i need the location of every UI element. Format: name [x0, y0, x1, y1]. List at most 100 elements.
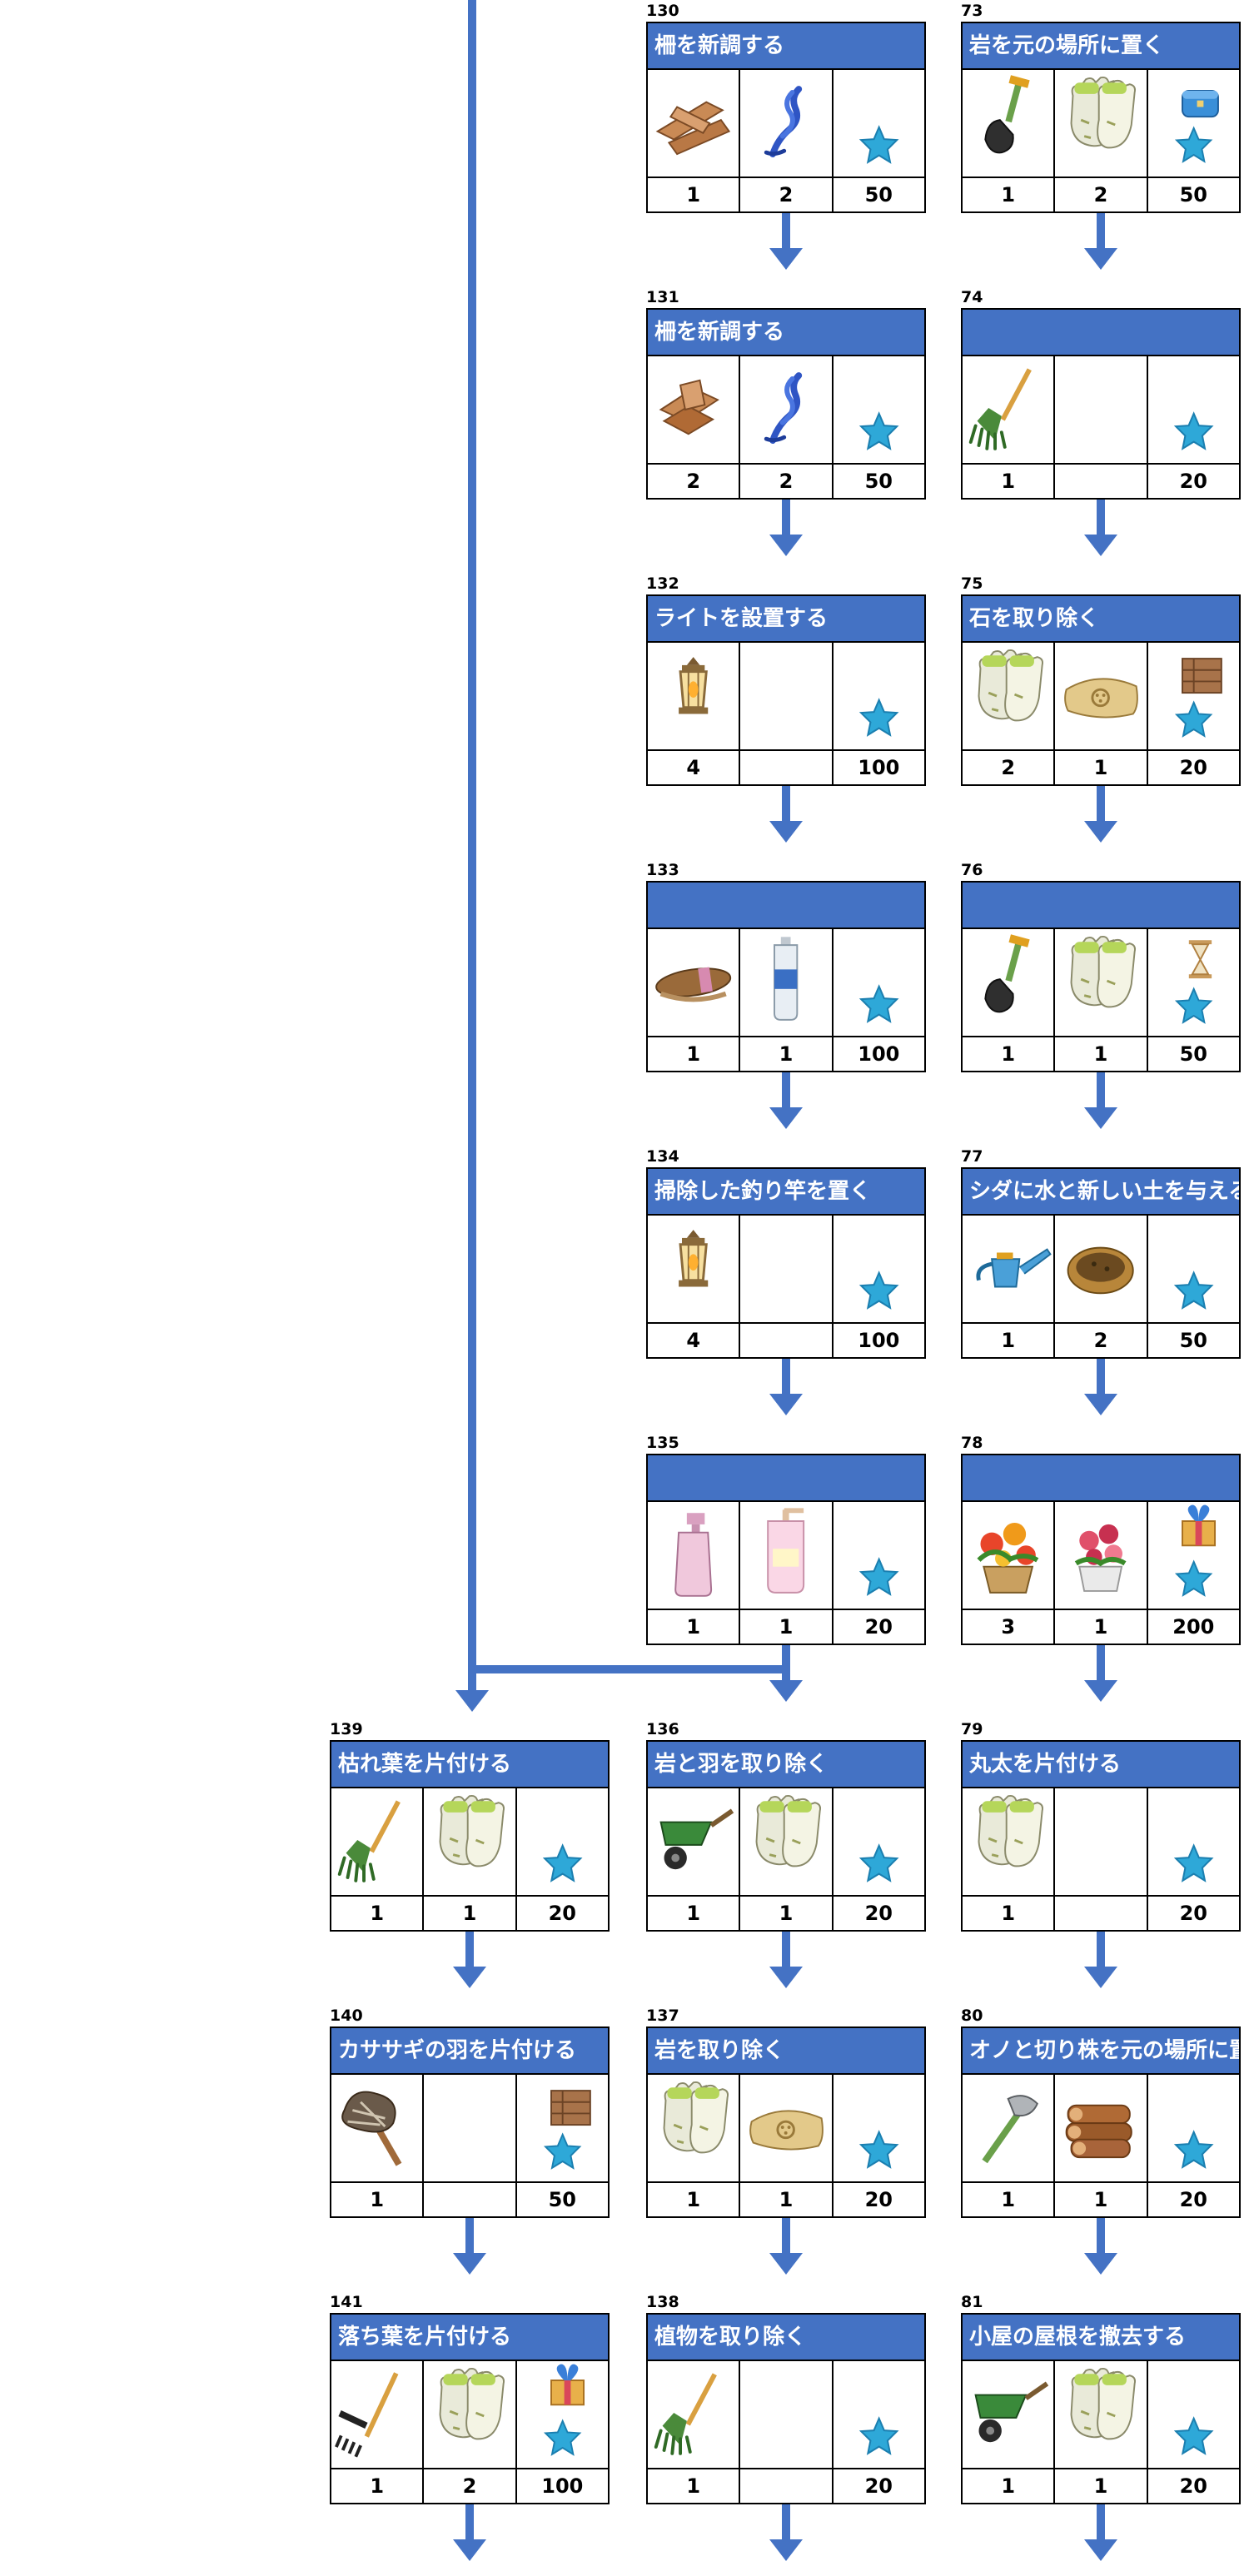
bottle-icon — [740, 929, 834, 1036]
empty-cell — [740, 2361, 834, 2468]
quest-title — [963, 883, 1239, 929]
item-count: 20 — [864, 1615, 893, 1639]
quest-number: 139 — [330, 1720, 363, 1738]
item-count: 50 — [1179, 1329, 1208, 1352]
star-icon — [1148, 1788, 1239, 1895]
star-icon — [1148, 2075, 1239, 2181]
item-count: 1 — [963, 1324, 1056, 1357]
item-count: 3 — [963, 1610, 1056, 1644]
item-count: 1 — [1055, 751, 1148, 784]
item-count: 50 — [548, 2188, 577, 2211]
quest-title: 掃除した釣り竿を置く — [648, 1169, 924, 1216]
flow-arrow-down — [1084, 1107, 1117, 1129]
lantern-icon — [648, 1216, 741, 1322]
sandbag-icon — [740, 2075, 834, 2181]
star-icon — [1148, 356, 1239, 463]
quest-table: オノと切り株を元の場所に置く1120 — [961, 2026, 1241, 2218]
flow-arrow-down — [1084, 535, 1117, 556]
gloves-icon — [648, 2075, 741, 2181]
quest-number: 131 — [646, 288, 679, 306]
rake-icon — [331, 1788, 425, 1895]
quest-items-row — [963, 1788, 1239, 1897]
flow-arrow-down — [769, 1680, 803, 1702]
item-count: 50 — [864, 183, 893, 206]
quest-items-row — [331, 1788, 608, 1897]
quest-items-row — [648, 2075, 924, 2183]
flow-arrow-down — [1084, 1967, 1117, 1988]
quest-number: 133 — [646, 861, 679, 879]
item-count: 1 — [331, 2183, 425, 2216]
quest-items-row — [963, 1502, 1239, 1610]
item-count — [740, 2469, 834, 2503]
flow-arrow-stem — [782, 213, 790, 253]
flow-arrow-down — [769, 2253, 803, 2275]
shovel-icon — [963, 929, 1056, 1036]
item-count — [740, 751, 834, 784]
flow-arrow-stem — [1097, 1645, 1105, 1685]
branch-line-vertical — [468, 0, 476, 1703]
empty-cell — [424, 2075, 517, 2181]
flow-arrow-down — [1084, 2539, 1117, 2561]
feather-duster-icon — [331, 2075, 425, 2181]
flow-arrow-down — [453, 2539, 486, 2561]
quest-number: 73 — [961, 2, 983, 20]
rake-icon — [963, 356, 1056, 463]
quest-title — [648, 883, 924, 929]
flow-arrow-down — [1084, 248, 1117, 270]
item-count: 1 — [648, 2469, 741, 2503]
star-icon — [1148, 2361, 1239, 2468]
flow-arrow-stem — [1097, 786, 1105, 826]
item-count: 50 — [1179, 1042, 1208, 1066]
empty-cell — [740, 1216, 834, 1322]
flow-arrow-stem — [1097, 2218, 1105, 2258]
item-count: 20 — [1179, 470, 1208, 493]
quest-items-row — [963, 356, 1239, 465]
item-count: 2 — [648, 465, 741, 498]
quest-number: 132 — [646, 574, 679, 593]
empty-cell — [1055, 1788, 1148, 1895]
item-count: 2 — [424, 2469, 517, 2503]
quest-number: 81 — [961, 2293, 983, 2311]
star-icon — [834, 1216, 924, 1322]
item-count: 20 — [1179, 1902, 1208, 1925]
quest-number: 79 — [961, 1720, 983, 1738]
item-count: 20 — [1179, 2474, 1208, 2498]
quest-number: 136 — [646, 1720, 679, 1738]
flow-arrow-down — [1084, 1394, 1117, 1415]
quest-title: オノと切り株を元の場所に置く — [963, 2028, 1239, 2075]
flow-arrow-down — [769, 1967, 803, 1988]
quest-number: 74 — [961, 288, 983, 306]
wood-pile-icon — [648, 356, 741, 463]
quest-items-row — [963, 929, 1239, 1037]
flow-arrow-down — [769, 535, 803, 556]
quest-items-row — [648, 1216, 924, 1324]
quest-title — [963, 310, 1239, 356]
gloves-icon — [1055, 70, 1148, 177]
quest-items-row — [963, 70, 1239, 178]
quest-items-row — [648, 70, 924, 178]
quest-title: シダに水と新しい土を与える — [963, 1169, 1239, 1216]
watering-can-icon — [963, 1216, 1056, 1322]
quest-title: 岩を元の場所に置く — [963, 23, 1239, 70]
quest-title: 丸太を片付ける — [963, 1742, 1239, 1788]
quest-items-row — [331, 2361, 608, 2469]
item-count: 1 — [740, 1610, 834, 1644]
quest-number: 130 — [646, 2, 679, 20]
item-count: 2 — [1055, 178, 1148, 211]
item-count: 1 — [648, 2183, 741, 2216]
star-icon — [834, 1502, 924, 1609]
branch-arrow-down — [455, 1690, 489, 1712]
item-count: 1 — [648, 1897, 741, 1930]
quest-items-row — [648, 1502, 924, 1610]
